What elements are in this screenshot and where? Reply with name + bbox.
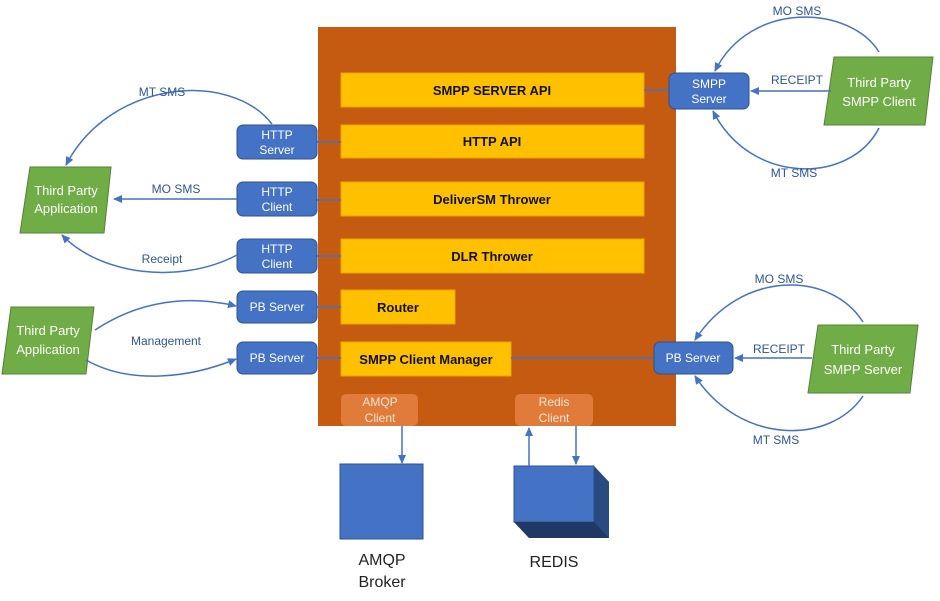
- module-smpp-client-manager: SMPP Client Manager: [340, 341, 512, 377]
- third-party-smpp-server-line2: SMPP Server: [824, 362, 903, 377]
- http-client-mo-line1: HTTP: [261, 185, 292, 199]
- http-server-connector: HTTP Server: [236, 124, 318, 160]
- edge-label-mt-sms-bottom-right: MT SMS: [753, 433, 799, 447]
- http-client-mo-connector: HTTP Client: [236, 181, 318, 217]
- edge-label-receipt-bottom-right: RECEIPT: [753, 342, 806, 356]
- third-party-app-top-line2: Application: [34, 201, 98, 216]
- pb-server-router-label: PB Server: [250, 300, 305, 314]
- pb-server-manager-label: PB Server: [250, 351, 305, 365]
- module-http-api-label: HTTP API: [463, 134, 522, 149]
- module-http-api: HTTP API: [340, 124, 645, 159]
- third-party-smpp-client: Third Party SMPP Client: [823, 56, 934, 126]
- module-deliversm-thrower-label: DeliverSM Thrower: [433, 192, 551, 207]
- connector-lines: [317, 89, 669, 359]
- third-party-smpp-client-line2: SMPP Client: [842, 94, 916, 109]
- smpp-server-line1: SMPP: [692, 77, 726, 91]
- http-client-dlr-connector: HTTP Client: [236, 238, 318, 274]
- smpp-server-line2: Server: [691, 92, 726, 106]
- pb-server-right-connector: PB Server: [653, 341, 734, 375]
- http-server-line1: HTTP: [261, 128, 292, 142]
- amqp-broker-line2: Broker: [358, 574, 406, 591]
- pb-server-manager-connector: PB Server: [236, 341, 318, 375]
- edge-label-management: Management: [131, 334, 202, 348]
- third-party-app-bottom-line2: Application: [16, 342, 80, 357]
- amqp-client-line1: AMQP: [362, 395, 397, 409]
- module-router: Router: [340, 289, 456, 325]
- edge-label-mo-sms-left: MO SMS: [152, 182, 201, 196]
- edge-label-mo-sms-bottom-right: MO SMS: [755, 272, 804, 286]
- module-dlr-thrower-label: DLR Thrower: [451, 249, 533, 264]
- right-arrows: [694, 16, 880, 432]
- redis-label: REDIS: [530, 554, 579, 571]
- module-smpp-client-manager-label: SMPP Client Manager: [359, 352, 492, 367]
- http-client-dlr-line1: HTTP: [261, 242, 292, 256]
- amqp-broker-line1: AMQP: [358, 552, 405, 569]
- module-router-label: Router: [377, 300, 419, 315]
- module-smpp-server-api: SMPP SERVER API: [340, 72, 645, 108]
- http-server-line2: Server: [259, 143, 294, 157]
- storage-arrows: [398, 426, 580, 466]
- left-arrows: [61, 89, 273, 377]
- smpp-server-connector: SMPP Server: [668, 72, 750, 110]
- third-party-app-bottom-line1: Third Party: [16, 323, 80, 338]
- amqp-broker: AMQP Broker: [339, 463, 424, 591]
- redis-client-box: Redis Client: [515, 394, 593, 426]
- module-deliversm-thrower: DeliverSM Thrower: [340, 181, 645, 217]
- redis-client-line2: Client: [539, 411, 570, 425]
- edge-label-mt-sms-left: MT SMS: [139, 85, 185, 99]
- redis-client-line1: Redis: [539, 395, 570, 409]
- http-client-mo-line2: Client: [262, 200, 293, 214]
- pb-server-right-label: PB Server: [666, 351, 721, 365]
- module-smpp-server-api-label: SMPP SERVER API: [433, 83, 551, 98]
- third-party-smpp-server: Third Party SMPP Server: [807, 324, 919, 394]
- edge-label-receipt-left: Receipt: [142, 252, 183, 266]
- amqp-client-box: AMQP Client: [341, 394, 418, 426]
- http-client-dlr-line2: Client: [262, 257, 293, 271]
- third-party-app-top-line1: Third Party: [34, 183, 98, 198]
- third-party-application-top: Third Party Application: [19, 166, 112, 234]
- third-party-application-bottom: Third Party Application: [1, 306, 95, 375]
- redis-store: REDIS: [513, 465, 609, 571]
- edge-label-receipt-top-right: RECEIPT: [771, 73, 824, 87]
- module-dlr-thrower: DLR Thrower: [340, 238, 645, 274]
- edge-labels: MT SMS MO SMS Receipt Management MO SMS …: [131, 4, 824, 447]
- edge-label-mo-sms-top-right: MO SMS: [773, 4, 822, 18]
- edge-label-mt-sms-top-right: MT SMS: [771, 166, 817, 180]
- amqp-client-line2: Client: [365, 411, 396, 425]
- pb-server-router-connector: PB Server: [236, 290, 318, 324]
- third-party-smpp-client-line1: Third Party: [847, 75, 911, 90]
- third-party-smpp-server-line1: Third Party: [831, 342, 895, 357]
